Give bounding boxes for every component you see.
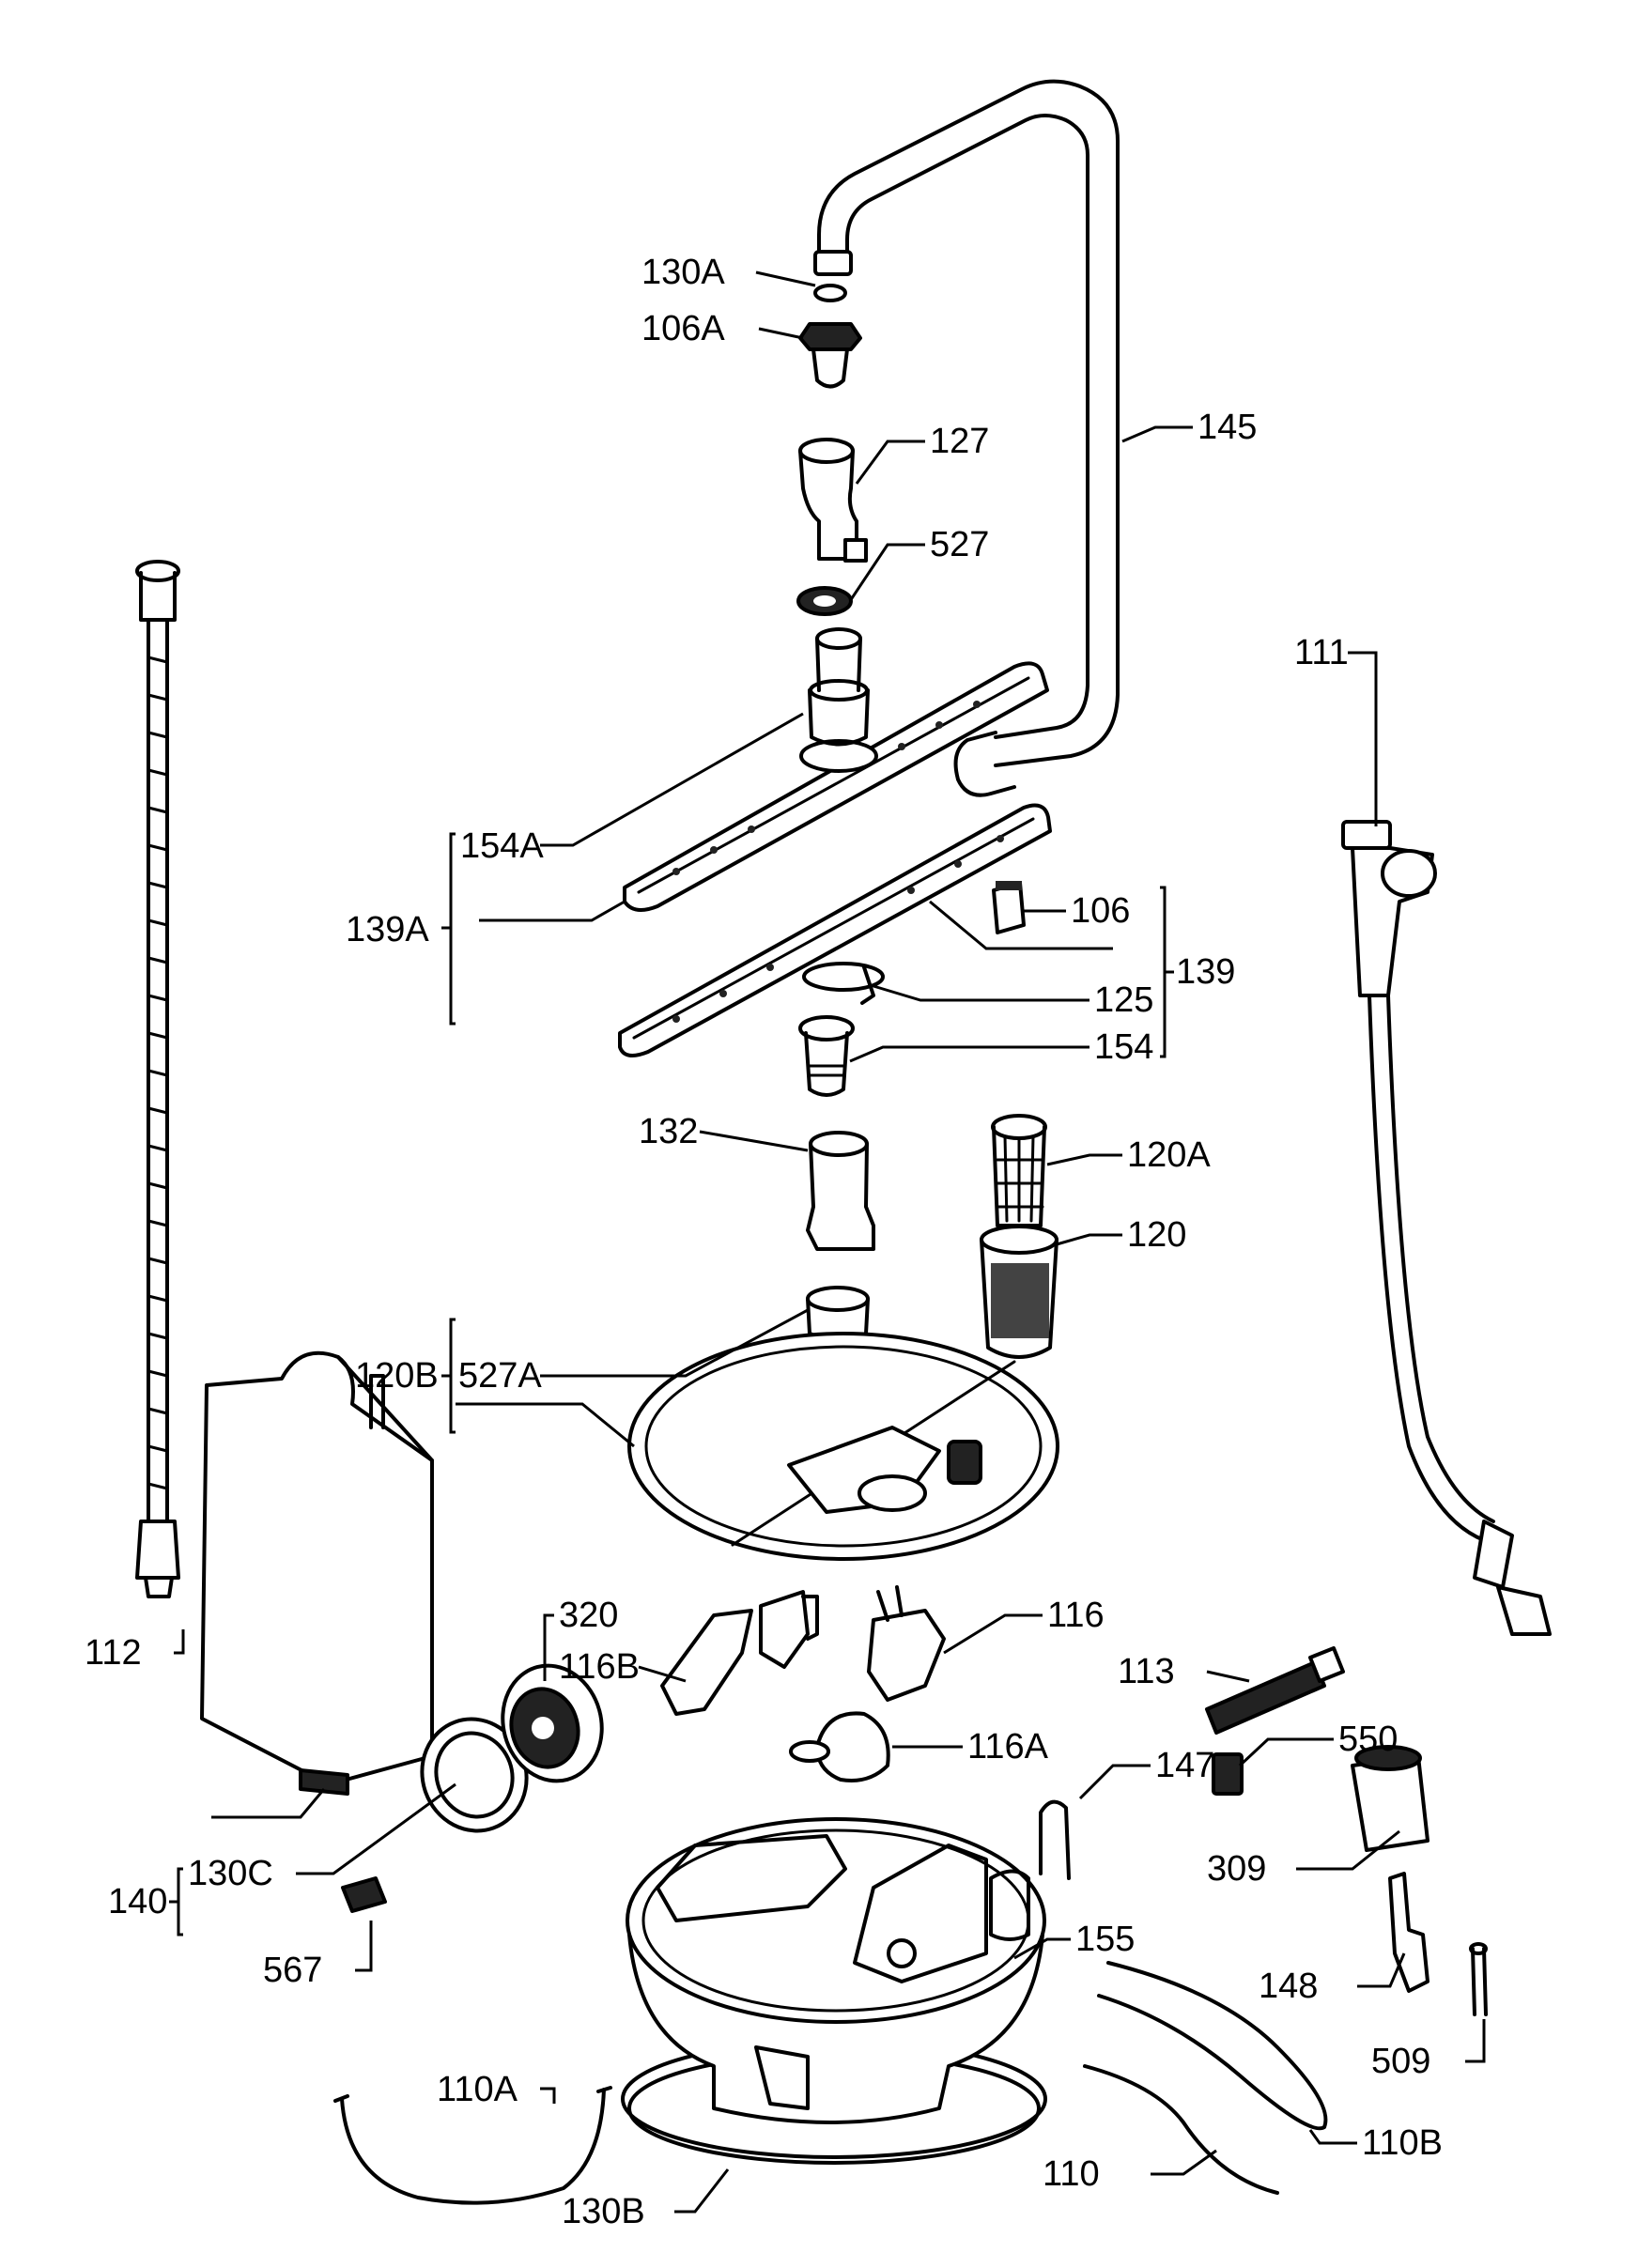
label-132: 132	[639, 1112, 698, 1151]
part-116-part	[867, 1585, 946, 1702]
part-106-clip	[992, 881, 1026, 934]
part-113-connector	[1205, 1646, 1345, 1735]
label-120: 120	[1127, 1215, 1186, 1255]
label-106: 106	[1071, 891, 1130, 931]
part-140-dispenser	[200, 1350, 434, 1796]
part-147-pin	[1039, 1799, 1071, 1880]
label-147: 147	[1155, 1746, 1214, 1785]
label-148: 148	[1259, 1967, 1318, 2006]
label-140: 140	[108, 1882, 167, 1921]
label-111: 111	[1294, 633, 1349, 672]
label-139A: 139A	[346, 910, 429, 949]
label-130C: 130C	[188, 1854, 273, 1893]
label-120B: 120B	[355, 1356, 439, 1396]
part-155-sump	[621, 1817, 1047, 2165]
part-527A-seal	[806, 1286, 870, 1341]
part-130C-gasket	[420, 1717, 529, 1833]
part-120B-filter-plate	[627, 1332, 1059, 1561]
label-116B: 116B	[559, 1647, 640, 1687]
label-127: 127	[930, 422, 989, 461]
label-106A: 106A	[641, 309, 725, 348]
label-155: 155	[1075, 1920, 1135, 1959]
label-320: 320	[559, 1596, 618, 1635]
label-527A: 527A	[458, 1356, 542, 1396]
part-125-bearing	[802, 962, 885, 1005]
part-145-supply-tube	[813, 79, 1120, 797]
part-567-clip	[341, 1876, 387, 1913]
label-110A: 110A	[437, 2070, 518, 2109]
part-112-drain-hose	[135, 560, 180, 1598]
label-130A: 130A	[641, 253, 725, 292]
label-567: 567	[263, 1951, 322, 1990]
part-550-block	[1212, 1752, 1244, 1796]
part-127-coupling	[798, 438, 868, 563]
label-116: 116	[1047, 1596, 1105, 1635]
part-139-lower-spray-arm	[618, 803, 1052, 1057]
part-110-hose	[1083, 2064, 1279, 2195]
part-106A-nut	[798, 322, 862, 389]
part-120-filter	[980, 1114, 1059, 1359]
part-116A-cap	[789, 1711, 890, 1782]
part-110A-hose	[333, 2086, 612, 2205]
leader-lines	[169, 270, 1486, 2214]
label-110: 110	[1043, 2154, 1100, 2194]
label-125: 125	[1094, 980, 1153, 1020]
part-320-pump-cover	[501, 1663, 604, 1783]
part-527-seal	[796, 586, 853, 616]
label-145: 145	[1198, 408, 1257, 447]
label-113: 113	[1118, 1652, 1175, 1691]
label-120A: 120A	[1127, 1135, 1211, 1175]
part-130A-o-ring	[813, 284, 847, 302]
part-111-inlet-hose	[1341, 820, 1552, 1636]
label-112: 112	[85, 1633, 142, 1673]
part-132-tube	[806, 1131, 875, 1251]
part-509-pin	[1469, 1942, 1488, 2016]
label-309: 309	[1207, 1849, 1266, 1889]
label-527: 527	[930, 525, 989, 564]
label-139: 139	[1176, 952, 1235, 992]
label-110B: 110B	[1362, 2123, 1443, 2163]
label-116A: 116A	[967, 1727, 1049, 1767]
part-116B-housing	[660, 1590, 819, 1716]
part-154A-upper-spray-arm	[623, 627, 1049, 912]
part-154-hub	[798, 1015, 855, 1097]
label-509: 509	[1371, 2042, 1430, 2081]
label-130B: 130B	[562, 2192, 645, 2231]
label-154: 154	[1094, 1027, 1153, 1067]
label-550: 550	[1338, 1720, 1398, 1759]
part-309-cup	[1351, 1745, 1429, 1852]
part-110B-hose	[1097, 1961, 1328, 2131]
label-154A: 154A	[460, 826, 544, 866]
